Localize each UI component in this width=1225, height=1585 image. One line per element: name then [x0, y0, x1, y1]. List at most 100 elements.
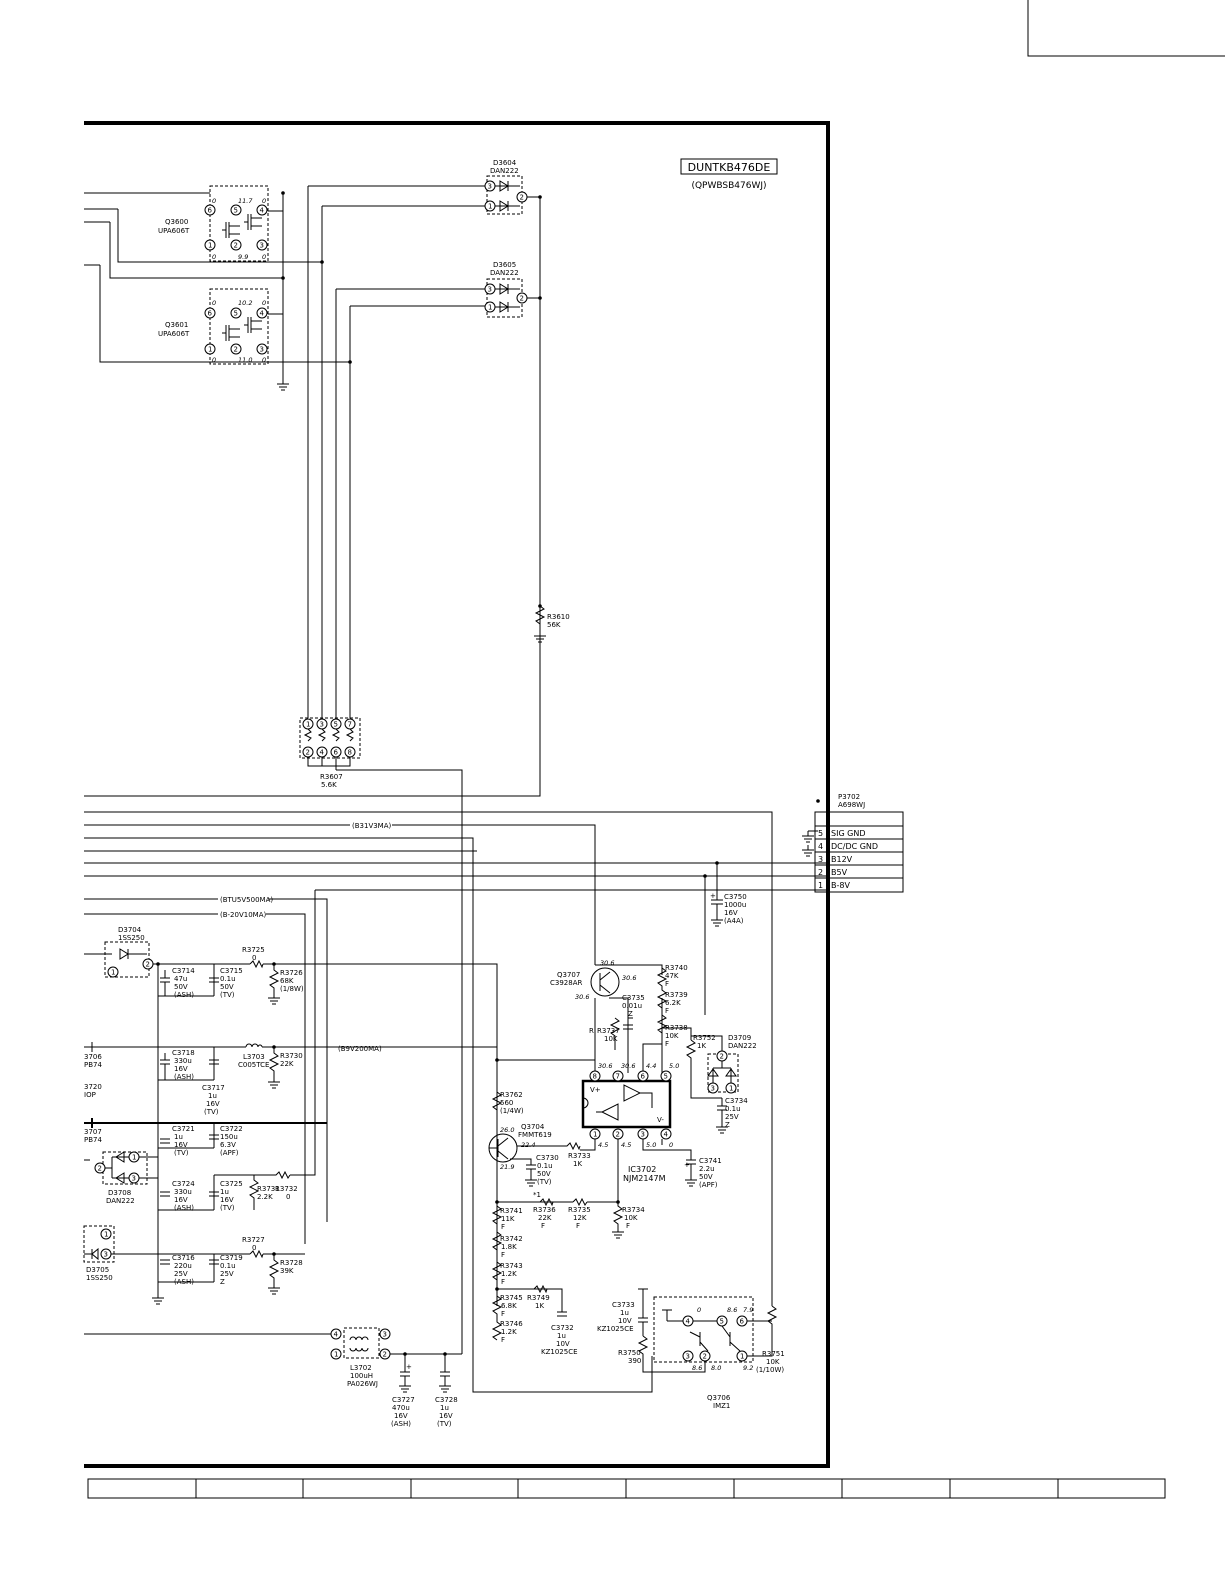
r3742-tol: F — [501, 1251, 505, 1259]
svg-text:+: + — [406, 1363, 412, 1371]
q3706-v5: 8.0 — [711, 1364, 721, 1372]
d3704-ref: D3704 — [118, 926, 142, 934]
r3750-symbol — [637, 1335, 706, 1373]
q3706-v1: 0 — [697, 1306, 701, 1314]
d3705-part: 1SS250 — [86, 1274, 113, 1282]
svg-text:1: 1 — [334, 1351, 338, 1359]
r3731-val: 2.2K — [257, 1193, 273, 1201]
net-labels: (B31V3MA) (BTU5V500MA) (B-20V10MA) (B9V2… — [218, 821, 392, 1053]
net-b31v: (B31V3MA) — [352, 822, 392, 830]
c3716-l1: 220u — [174, 1262, 192, 1270]
c3732-l1: 1u — [557, 1332, 566, 1340]
q3704-v1: 26.0 — [500, 1126, 514, 1134]
c3724-l2: 16V — [174, 1196, 188, 1204]
svg-text:2: 2 — [720, 1053, 724, 1061]
r3741-ref: R3741 — [500, 1207, 523, 1215]
r3741-val: 11K — [501, 1215, 515, 1223]
svg-text:2: 2 — [520, 194, 524, 202]
r3734-val: 10K — [624, 1214, 638, 1222]
r3725-symbol — [249, 959, 264, 969]
c3728-l2: 16V — [439, 1412, 453, 1420]
reference-strip — [87, 1478, 1166, 1499]
r3749-val: 1K — [535, 1302, 544, 1310]
svg-text:3: 3 — [320, 721, 324, 729]
c3716-symbol — [160, 1259, 170, 1265]
svg-text:6: 6 — [641, 1073, 646, 1081]
r3733-val: 1K — [573, 1160, 582, 1168]
p3702-part: A698WJ — [838, 801, 865, 809]
r3736-val: 22K — [538, 1214, 552, 1222]
svg-text:6: 6 — [334, 749, 339, 757]
wiring-upper — [84, 185, 541, 797]
c3724-ref: C3724 — [172, 1180, 195, 1188]
edge-label: IOP — [84, 1091, 96, 1099]
q3601-v1: 0 — [212, 299, 216, 307]
svg-text:2: 2 — [98, 1165, 102, 1173]
l3703-part: C005TCE — [238, 1061, 269, 1069]
svg-text:+: + — [710, 892, 716, 900]
r3752-r: R — [589, 1027, 594, 1035]
svg-text:1: 1 — [593, 1131, 597, 1139]
r3743-val: 1.2K — [501, 1270, 517, 1278]
svg-text:3: 3 — [383, 1331, 387, 1339]
c3717-symbol — [209, 1059, 219, 1065]
p3702-pin5-num: 5 — [818, 829, 823, 838]
r3725-ref: R3725 — [242, 946, 265, 954]
c3734-ref: C3734 — [725, 1097, 748, 1105]
d3709-part: DAN222 — [728, 1042, 757, 1050]
c3719-ref: C3719 — [220, 1254, 243, 1262]
c3722-l1: 150u — [220, 1133, 238, 1141]
q3601-v2: 10.2 — [238, 299, 252, 307]
r3727-val: 0 — [252, 1244, 256, 1252]
ic3702-bot-v1: 4.5 — [598, 1141, 608, 1149]
c3721-l1: 1u — [174, 1133, 183, 1141]
r3726-note: (1/8W) — [280, 985, 304, 993]
svg-text:4: 4 — [686, 1318, 691, 1326]
q3600-v3: 0 — [262, 197, 266, 205]
l3702-l2: PA026WJ — [347, 1380, 378, 1388]
edge-label: 3707 — [84, 1128, 102, 1136]
r3730-ref: R3730 — [280, 1052, 303, 1060]
svg-text:3: 3 — [641, 1131, 645, 1139]
svg-text:8: 8 — [593, 1073, 597, 1081]
d3605-part: DAN222 — [490, 269, 519, 277]
svg-text:1: 1 — [488, 203, 492, 211]
c3750-symbol — [711, 899, 723, 927]
p3702-pin5-name: SIG GND — [831, 829, 866, 838]
q3707-v1: 30.6 — [600, 959, 614, 967]
r3735-val: 12K — [573, 1214, 587, 1222]
svg-text:4: 4 — [260, 207, 265, 215]
c3730-symbol — [525, 1164, 537, 1187]
q3600-v6: 0 — [262, 253, 266, 261]
svg-text:2: 2 — [703, 1353, 707, 1361]
c3719-l3: Z — [220, 1278, 225, 1286]
r3739-tol: F — [665, 1007, 669, 1015]
r3734-ref: R3734 — [622, 1206, 645, 1214]
r3751-val: 10K — [766, 1358, 780, 1366]
c3714-l1: 47u — [174, 975, 187, 983]
q3704-v2: 22.4 — [521, 1141, 535, 1149]
svg-text:2: 2 — [616, 1131, 620, 1139]
d3605-symbol: 3 1 2 — [484, 278, 528, 318]
svg-text:7: 7 — [348, 721, 352, 729]
svg-text:1: 1 — [104, 1231, 108, 1239]
c3719-symbol — [209, 1259, 219, 1265]
r3752-val: 10K — [604, 1035, 618, 1043]
c3714-l3: (ASH) — [174, 991, 194, 999]
q3600-ref: Q3600 — [165, 218, 188, 226]
r3735-symbol — [572, 1197, 588, 1207]
r3726-ref: R3726 — [280, 969, 303, 977]
ground-icon — [802, 830, 818, 843]
r3725-val: 0 — [252, 954, 256, 962]
r3734-symbol — [612, 1202, 624, 1239]
power-rails — [84, 811, 826, 1393]
c3735-ref: C3735 — [622, 994, 645, 1002]
svg-text:3: 3 — [260, 346, 264, 354]
edge-label: PB74 — [84, 1061, 102, 1069]
ground-icon — [277, 380, 289, 391]
c3717-l3: (TV) — [204, 1108, 219, 1116]
c3741-l1: 2.2u — [699, 1165, 715, 1173]
r3752-ref: R3737 — [597, 1027, 620, 1035]
r3746-val: 1.2K — [501, 1328, 517, 1336]
